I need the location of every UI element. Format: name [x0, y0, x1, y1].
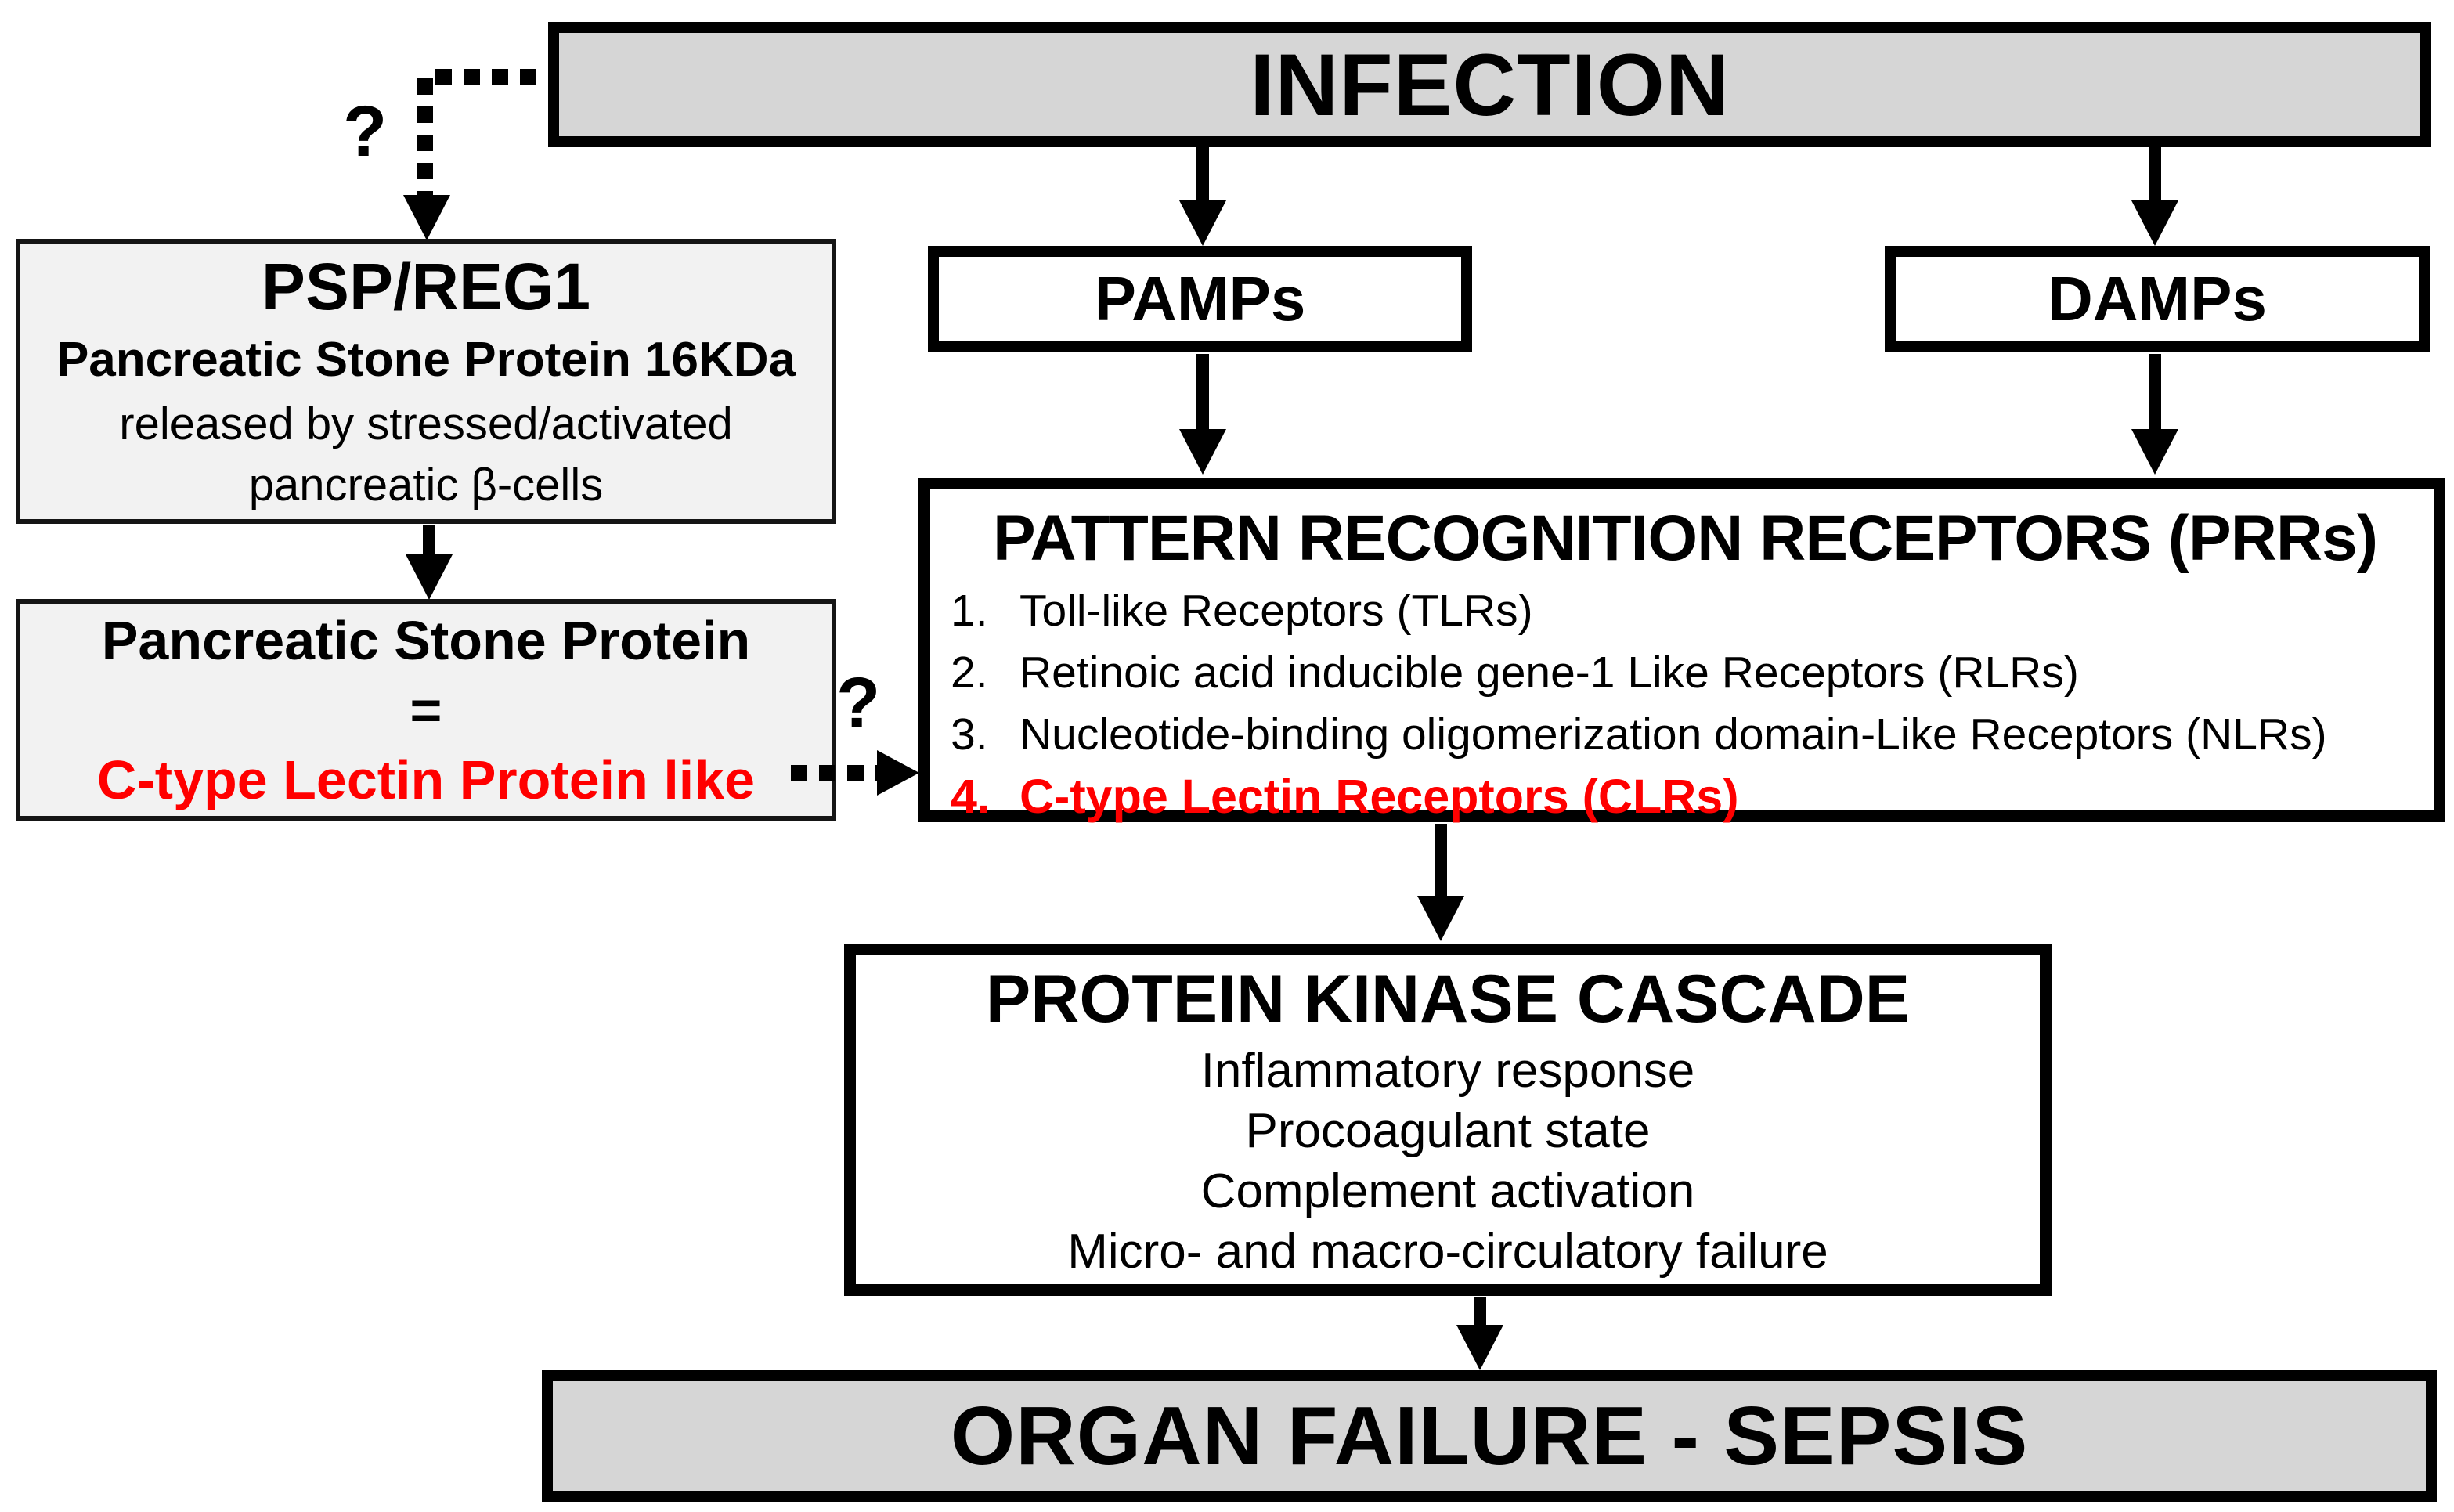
dotted-arrowhead-to-psp	[403, 195, 450, 240]
arrow-psp-to-equals-stem	[423, 525, 435, 560]
arrow-prrs-to-kinase-head	[1417, 896, 1464, 941]
prrs-box: PATTERN RECOGNITION RECEPTORS (PRRs) 1. …	[918, 478, 2445, 823]
prr-item-clrs: 4. C-type Lectin Receptors (CLRs)	[951, 766, 2420, 828]
infection-label: INFECTION	[1250, 35, 1730, 134]
prr-item-rlrs: 2. Retinoic acid inducible gene-1 Like R…	[951, 642, 2420, 704]
infection-box: INFECTION	[548, 22, 2431, 147]
prr-item-text: Toll-like Receptors (TLRs)	[1019, 586, 1533, 636]
prr-item-number: 1.	[951, 586, 988, 636]
prr-item-tlrs: 1. Toll-like Receptors (TLRs)	[951, 580, 2420, 642]
arrow-psp-to-equals-head	[406, 554, 453, 600]
equals-sign: =	[410, 679, 442, 741]
arrow-prrs-to-kinase-stem	[1435, 824, 1447, 898]
prr-item-number: 2.	[951, 648, 988, 698]
pamps-box: PAMPs	[928, 246, 1472, 352]
prr-item-number: 4.	[951, 770, 991, 823]
arrow-kinase-to-organ-stem	[1474, 1297, 1486, 1330]
arrow-infection-to-pamps-stem	[1196, 144, 1209, 205]
prr-item-number: 3.	[951, 709, 988, 760]
prr-item-text: Nucleotide-binding oligomerization domai…	[1019, 709, 2327, 760]
question-mark-middle: ?	[836, 663, 881, 743]
kinase-cascade-box: PROTEIN KINASE CASCADE Inflammatory resp…	[844, 944, 2052, 1296]
kinase-cascade-title: PROTEIN KINASE CASCADE	[985, 962, 1911, 1037]
damps-label: DAMPs	[2047, 264, 2268, 334]
organ-failure-label: ORGAN FAILURE - SEPSIS	[950, 1389, 2029, 1482]
psp-reg1-subtitle: Pancreatic Stone Protein 16KDa	[56, 333, 796, 387]
psp-reg1-description-line2: pancreatic β-cells	[248, 460, 604, 511]
prr-item-text: C-type Lectin Receptors (CLRs)	[1019, 770, 1739, 823]
arrow-pamps-to-prrs-head	[1179, 429, 1226, 475]
arrow-kinase-to-organ-head	[1456, 1325, 1503, 1370]
pamps-label: PAMPs	[1094, 264, 1306, 334]
psp-equals-box: Pancreatic Stone Protein = C-type Lectin…	[16, 599, 836, 821]
psp-reg1-title: PSP/REG1	[261, 250, 591, 323]
prr-item-text: Retinoic acid inducible gene-1 Like Rece…	[1019, 648, 2079, 698]
dotted-line-to-clrs	[791, 765, 879, 781]
arrow-infection-to-damps-head	[2131, 200, 2178, 246]
arrow-infection-to-pamps-head	[1179, 200, 1226, 246]
psp-reg1-description-line1: released by stressed/activated	[119, 399, 733, 449]
prr-item-nlrs: 3. Nucleotide-binding oligomerization do…	[951, 704, 2420, 766]
dotted-arrowhead-to-clrs	[877, 750, 919, 796]
psp-reg1-box: PSP/REG1 Pancreatic Stone Protein 16KDa …	[16, 239, 836, 524]
prrs-title: PATTERN RECOGNITION RECEPTORS (PRRs)	[992, 503, 2378, 574]
psp-equals-line2: C-type Lectin Protein like	[96, 749, 756, 810]
arrow-damps-to-prrs-head	[2131, 429, 2178, 475]
dotted-line-infection-to-psp-horizontal	[435, 69, 539, 85]
kinase-item-inflammatory: Inflammatory response	[1200, 1044, 1695, 1098]
psp-equals-line1: Pancreatic Stone Protein	[101, 609, 751, 671]
question-mark-top: ?	[343, 92, 388, 171]
arrow-pamps-to-prrs-stem	[1196, 354, 1209, 434]
dotted-line-infection-to-psp-vertical	[417, 78, 433, 196]
arrow-damps-to-prrs-stem	[2149, 354, 2161, 434]
kinase-item-complement: Complement activation	[1200, 1164, 1695, 1218]
damps-box: DAMPs	[1885, 246, 2430, 352]
arrow-infection-to-damps-stem	[2149, 144, 2161, 205]
kinase-item-procoagulant: Procoagulant state	[1245, 1104, 1651, 1158]
kinase-item-circulatory: Micro- and macro-circulatory failure	[1067, 1225, 1828, 1279]
prrs-list: 1. Toll-like Receptors (TLRs) 2. Retinoi…	[951, 580, 2420, 828]
organ-failure-box: ORGAN FAILURE - SEPSIS	[542, 1370, 2437, 1502]
